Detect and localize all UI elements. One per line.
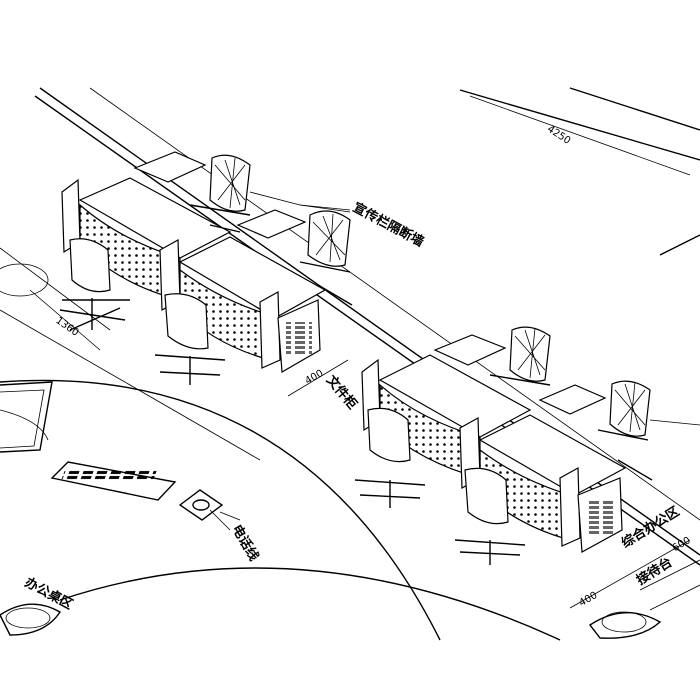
desk-cluster-1: 1360 400 — [29, 151, 349, 397]
chair-front-1 — [59, 238, 130, 331]
chair-front-4 — [454, 467, 526, 565]
desk-cluster-2: 400 600 — [361, 334, 700, 611]
chair-back-4 — [597, 380, 653, 481]
chair-back-3 — [489, 326, 551, 386]
chair-front-2 — [154, 293, 226, 385]
floor-arcs — [0, 263, 561, 641]
chair-front-3 — [354, 407, 426, 508]
leader-lines — [209, 204, 700, 531]
chair-back-1 — [189, 154, 251, 233]
label-reception: 接待台 — [634, 554, 676, 588]
label-partition-wall: 宣传栏隔断墙 — [350, 199, 426, 250]
left-wall-panel — [0, 381, 53, 453]
floor-outlets — [0, 489, 662, 639]
overall-length-text: 4250 — [545, 124, 572, 147]
label-file-cabinet: 文件柜 — [323, 372, 360, 412]
cabinet-width-text: 400 — [303, 368, 325, 387]
overall-length-dimension: 4250 — [469, 95, 691, 176]
floor-grille — [50, 461, 177, 501]
label-phone-line: 电话线 — [229, 522, 262, 564]
chair-back-2 — [299, 210, 353, 306]
